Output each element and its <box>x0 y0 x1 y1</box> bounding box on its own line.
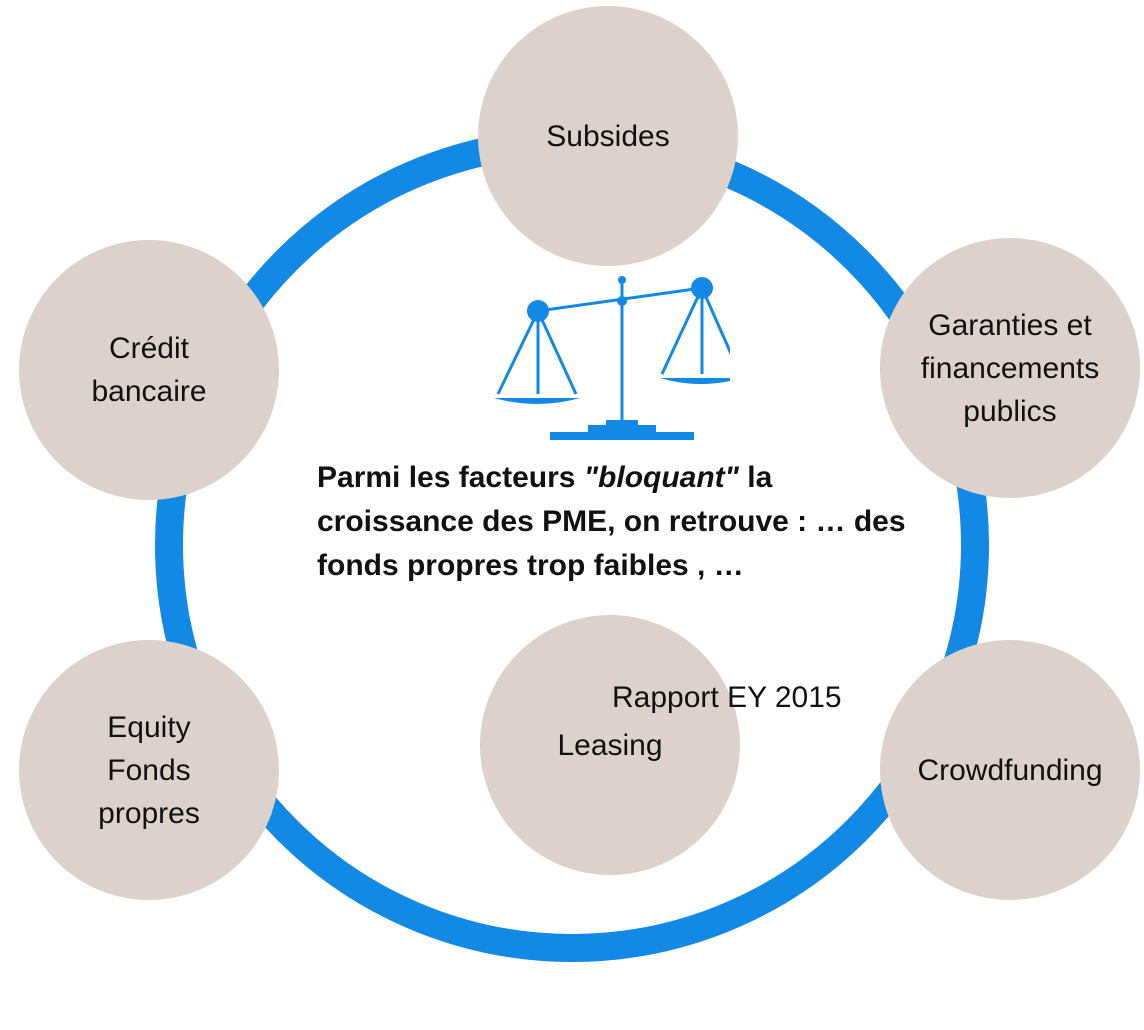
scale-of-justice-icon <box>494 276 730 440</box>
quote-source: Rapport EY 2015 <box>612 681 842 714</box>
node-credit-bancaire: Crédit bancaire <box>19 240 279 500</box>
center-quote: Parmi les facteurs "bloquant" la croissa… <box>317 456 907 588</box>
node-equity-fonds-propres: Equity Fonds propres <box>19 640 279 900</box>
node-subsides-label: Subsides <box>546 119 670 153</box>
node-crowdfunding-label: Crowdfunding <box>917 753 1103 787</box>
node-leasing-label: Leasing <box>557 728 663 762</box>
node-leasing: Leasing <box>480 615 740 875</box>
node-subsides: Subsides <box>478 6 738 266</box>
node-garanties-financements-publics: Garanties et financements publics <box>880 238 1140 498</box>
quote-part2: la croissance des PME, on retrouve : … d… <box>317 461 906 582</box>
node-credit-label: Crédit bancaire <box>91 332 207 408</box>
node-garanties-label: Garanties et financements publics <box>920 308 1100 428</box>
node-equity-label: Equity Fonds propres <box>98 710 200 830</box>
node-crowdfunding: Crowdfunding <box>880 640 1140 900</box>
quote-emphasis: "bloquant" <box>583 461 739 494</box>
quote-part1: Parmi les facteurs <box>317 461 584 494</box>
